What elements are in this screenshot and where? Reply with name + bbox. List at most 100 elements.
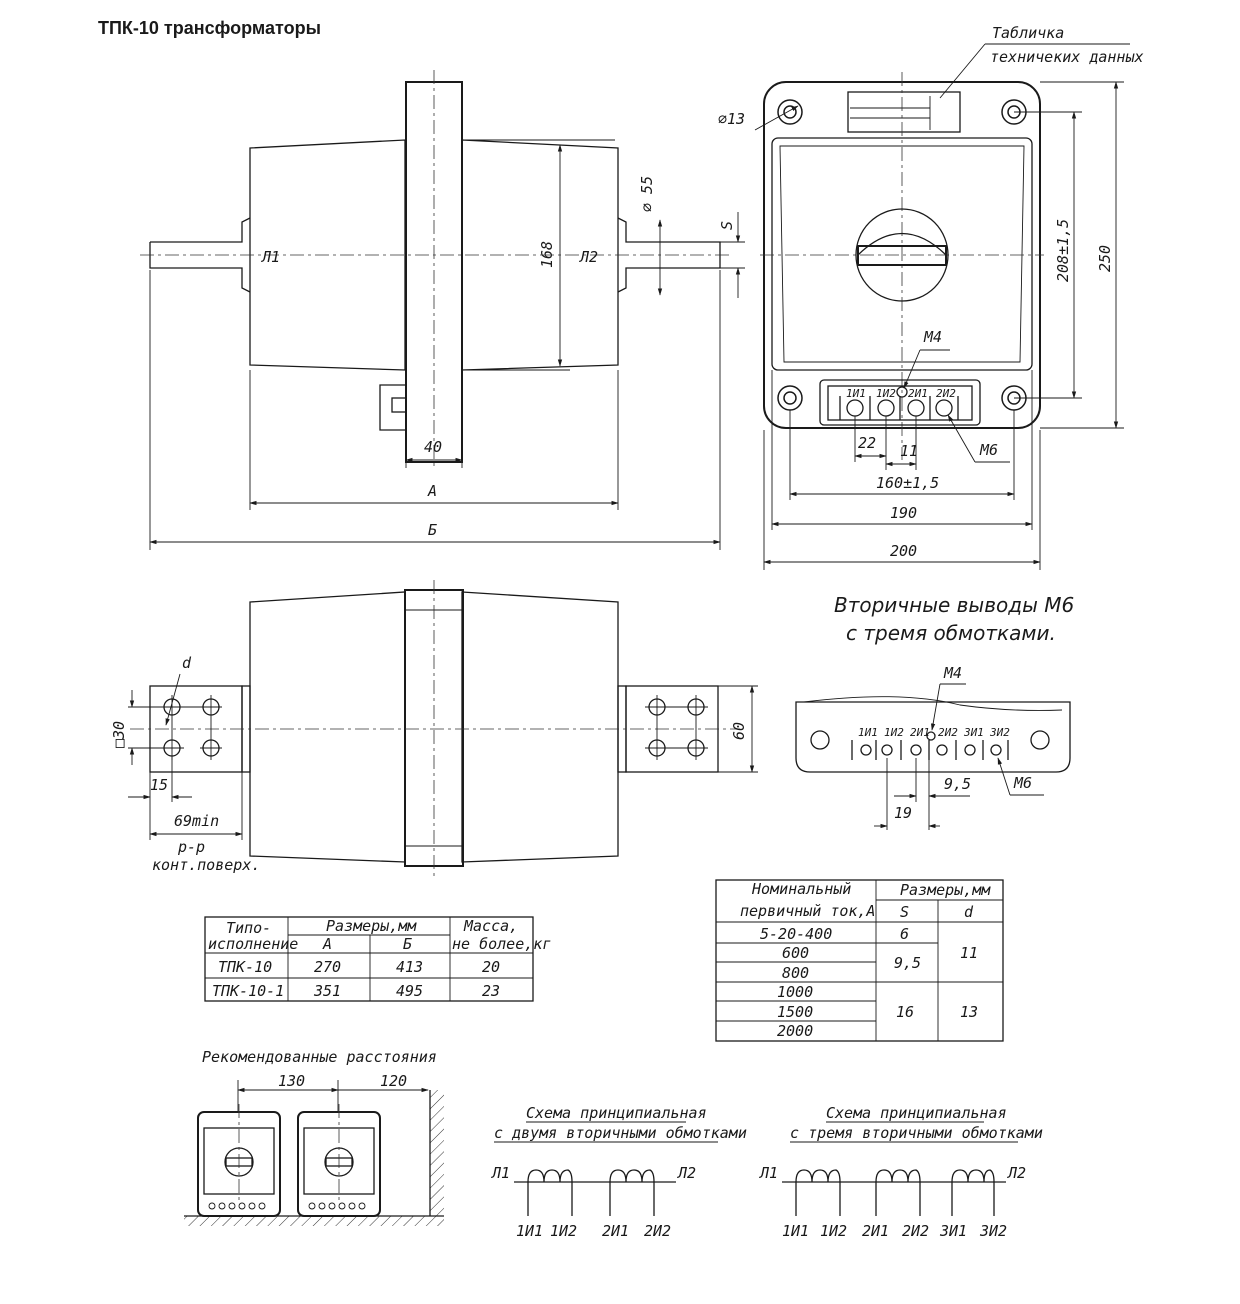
scheme-l1: Л1	[758, 1164, 778, 1182]
recommended-title: Рекомендованные расстояния	[202, 1048, 437, 1066]
dim-a: А	[427, 482, 437, 500]
scheme-title-1: Схема принципиальная	[826, 1104, 1007, 1122]
scheme-terminal: 2И1	[602, 1222, 629, 1240]
scheme-title-2: с тремя вторичными обмотками	[790, 1124, 1043, 1142]
cell-current: 800	[782, 964, 809, 982]
header-d: d	[964, 903, 974, 921]
dim-200: 200	[890, 542, 917, 560]
dim-b: Б	[428, 521, 437, 539]
scheme-terminal: 3И1	[939, 1222, 967, 1240]
header-current-2: первичный ток,А	[740, 902, 875, 920]
table-currents: Номинальный первичный ток,А Размеры,мм S…	[715, 879, 1004, 1042]
dim-190: 190	[890, 504, 917, 522]
cell-current: 2000	[777, 1022, 813, 1040]
page-title: ТПК-10 трансформаторы	[98, 18, 321, 38]
nameplate-label-2: техничеких данных	[990, 48, 1144, 66]
cell-current: 1000	[777, 983, 813, 1001]
header-mass-2: не более,кг	[452, 935, 551, 953]
front-view: Л1 Л2 168 ⌀ 55 S 40 А Б	[140, 70, 745, 550]
cell-d: 11	[960, 944, 978, 962]
label-m4: М4	[923, 328, 942, 346]
cell-s: 6	[900, 925, 909, 943]
table-row: ТПК-10-1 351 495 23	[212, 982, 500, 1000]
terminal-label: 2И1	[908, 387, 928, 400]
scheme-terminal: 2И2	[644, 1222, 671, 1240]
scheme-terminal: 3И2	[979, 1222, 1007, 1240]
scheme-terminal: 1И1	[782, 1222, 809, 1240]
dim-69min: 69min	[174, 812, 219, 830]
dim-40: 40	[424, 438, 442, 456]
dim-60: 60	[730, 722, 748, 740]
table-types: Типо- исполнение Размеры,мм А Б Масса, н…	[204, 916, 551, 1002]
scheme-title-1: Схема принципиальная	[526, 1104, 707, 1122]
cell: ТПК-10-1	[212, 982, 284, 1000]
cell-current: 5-20-400	[760, 925, 832, 943]
dim-168: 168	[538, 241, 556, 268]
cell: 351	[313, 982, 341, 1000]
cell-d: 13	[960, 1003, 978, 1021]
side-view: 1И1 1И2 2И1 2И2 Табличка техничеких данн…	[718, 24, 1144, 570]
cell: ТПК-10	[218, 958, 272, 976]
dim-s: S	[718, 221, 736, 230]
cell: 20	[482, 958, 500, 976]
dim-d13: ⌀13	[718, 110, 745, 128]
cell: 413	[396, 958, 423, 976]
table-row: ТПК-10 270 413 20	[218, 958, 500, 976]
header-s: S	[900, 903, 909, 921]
secondary-title-1: Вторичные выводы М6	[834, 593, 1074, 617]
label-l1: Л1	[260, 248, 280, 266]
terminal-label: 3И1	[963, 726, 984, 739]
dim-11: 11	[900, 442, 918, 460]
header-b: Б	[403, 935, 412, 953]
dim-130: 130	[278, 1072, 305, 1090]
header-type-2: исполнение	[208, 935, 298, 953]
dim-208: 208±1,5	[1054, 219, 1072, 282]
secondary-terminals-3: Вторичные выводы М6 с тремя обмотками. 1…	[795, 593, 1074, 830]
header-mass-1: Масса,	[463, 917, 518, 935]
scheme-two-windings: Схема принципиальная с двумя вторичными …	[490, 1104, 747, 1240]
cell-current: 600	[782, 944, 809, 962]
dim-15: 15	[150, 776, 168, 794]
scheme-l1: Л1	[490, 1164, 510, 1182]
cell: 495	[396, 982, 423, 1000]
scheme-terminal: 1И1	[516, 1222, 543, 1240]
scheme-terminal: 1И2	[820, 1222, 847, 1240]
scheme-terminal: 2И1	[862, 1222, 889, 1240]
dim-160: 160±1,5	[876, 474, 939, 492]
dim-250: 250	[1096, 245, 1114, 272]
terminal-label: 2И2	[938, 726, 958, 739]
header-a: А	[322, 935, 332, 953]
header-dims: Размеры,мм	[900, 881, 991, 899]
scheme-three-windings: Схема принципиальная с тремя вторичными …	[758, 1104, 1043, 1240]
cell: 23	[482, 982, 500, 1000]
recommended-distances: Рекомендованные расстояния 130 120	[184, 1048, 444, 1226]
cell-current: 1500	[777, 1003, 813, 1021]
cell-s: 9,5	[894, 954, 921, 972]
cell-s: 16	[896, 1003, 914, 1021]
header-current-1: Номинальный	[751, 880, 851, 898]
secondary-title-2: с тремя обмотками.	[846, 621, 1056, 645]
terminal-label: 1И1	[858, 726, 878, 739]
scheme-title-2: с двумя вторичными обмотками	[494, 1124, 747, 1142]
label-m6: М6	[1013, 774, 1032, 792]
scheme-l2: Л2	[676, 1164, 696, 1182]
terminal-label: 1И2	[884, 726, 904, 739]
note-line-1: р-р	[177, 838, 205, 856]
nameplate-label: Табличка	[992, 24, 1064, 42]
label-m4: М4	[943, 664, 962, 682]
note-line-2: конт.поверх.	[152, 856, 260, 874]
terminal-label: 2И2	[936, 387, 956, 400]
terminal-label: 3И2	[989, 726, 1010, 739]
top-view: d □30 60 15 69min р-р конт.поверх.	[110, 580, 758, 880]
dim-9-5: 9,5	[944, 775, 971, 793]
terminal-label: 1И1	[846, 387, 866, 400]
label-m6: М6	[979, 441, 998, 459]
cell: 270	[314, 958, 341, 976]
dim-30: □30	[110, 721, 128, 748]
header-type-1: Типо-	[226, 919, 271, 937]
scheme-l2: Л2	[1006, 1164, 1026, 1182]
header-dims: Размеры,мм	[326, 917, 417, 935]
dim-d55: ⌀ 55	[638, 176, 656, 212]
dim-120: 120	[380, 1072, 407, 1090]
